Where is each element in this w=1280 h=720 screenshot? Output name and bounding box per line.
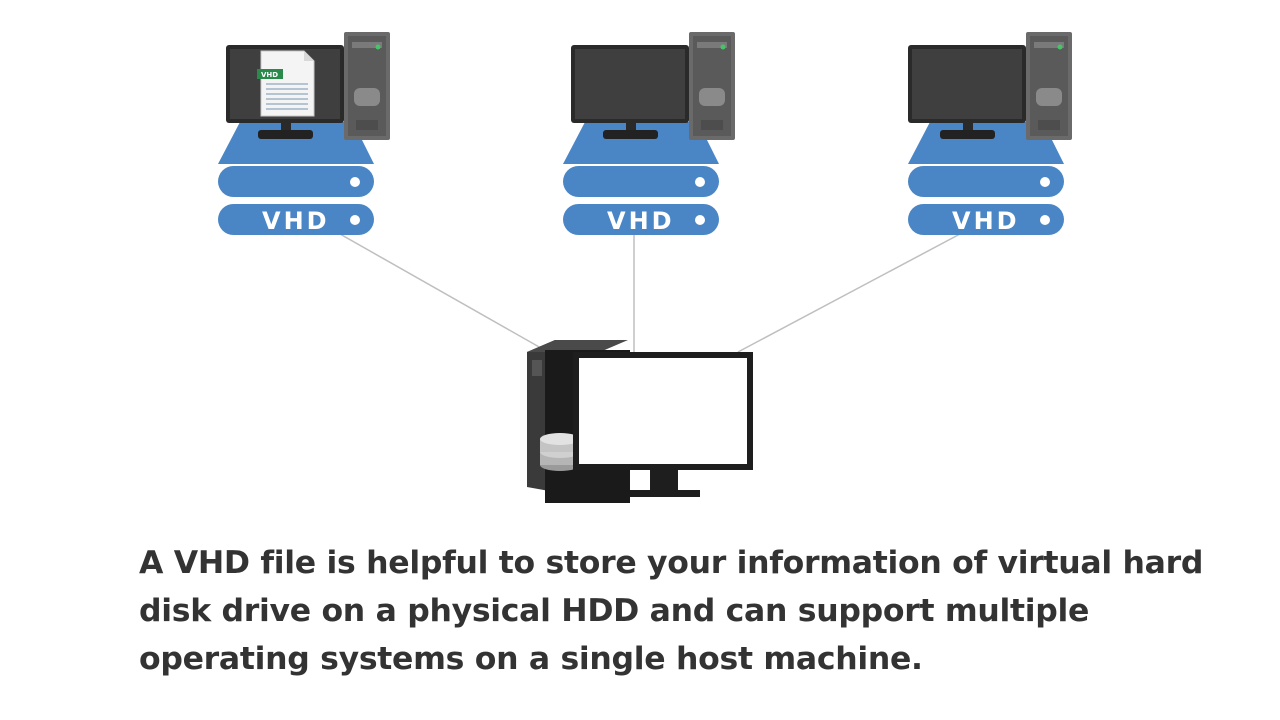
disk-platter-top bbox=[218, 122, 374, 164]
host-tower-bay-1 bbox=[532, 360, 542, 376]
monitor-base bbox=[603, 130, 658, 139]
tower-bay bbox=[1034, 42, 1064, 48]
disk-bar-vhd bbox=[563, 204, 719, 235]
tower-front bbox=[348, 36, 386, 136]
vhd-file-icon: VHD bbox=[257, 50, 315, 117]
caption-line-3: operating systems on a single host machi… bbox=[139, 641, 923, 677]
host-monitor-base bbox=[630, 490, 700, 497]
tower-power-led bbox=[1057, 44, 1063, 50]
tower-bay bbox=[352, 42, 382, 48]
monitor-screen bbox=[912, 49, 1022, 119]
tower-drive-bay bbox=[699, 88, 725, 106]
guest-machine-2: VHD bbox=[563, 32, 735, 235]
tower-drive-bay bbox=[1036, 88, 1062, 106]
disk-led-upper bbox=[1040, 177, 1050, 187]
disk-platter-top bbox=[563, 122, 719, 164]
monitor-neck bbox=[626, 123, 636, 130]
tower-bay bbox=[697, 42, 727, 48]
guest-machine-1: VHD VHD bbox=[218, 32, 390, 235]
monitor-base bbox=[940, 130, 995, 139]
disk-label: VHD bbox=[262, 207, 330, 235]
tower-front bbox=[693, 36, 731, 136]
monitor-screen bbox=[575, 49, 685, 119]
tower-power-led bbox=[720, 44, 726, 50]
disk-led-lower bbox=[1040, 215, 1050, 225]
caption-line-2: disk drive on a physical HDD and can sup… bbox=[139, 593, 1090, 629]
host-machine bbox=[527, 340, 753, 503]
disk-bar-upper bbox=[563, 166, 719, 197]
connector-line-guest-1 bbox=[339, 233, 549, 353]
disk-label: VHD bbox=[952, 207, 1020, 235]
disk-bar-vhd bbox=[908, 204, 1064, 235]
monitor-neck bbox=[963, 123, 973, 130]
tower-power-led bbox=[375, 44, 381, 50]
disk-led-upper bbox=[695, 177, 705, 187]
tower-vent bbox=[701, 120, 723, 130]
disk-bar-upper bbox=[218, 166, 374, 197]
caption-text: A VHD file is helpful to store your info… bbox=[139, 539, 1204, 683]
connector-line-guest-3 bbox=[737, 233, 961, 353]
disk-led-upper bbox=[350, 177, 360, 187]
connector-lines bbox=[339, 233, 961, 353]
disk-label: VHD bbox=[607, 207, 675, 235]
tower-vent bbox=[356, 120, 378, 130]
monitor-neck bbox=[281, 123, 291, 130]
disk-bar-vhd bbox=[218, 204, 374, 235]
disk-led-lower bbox=[350, 215, 360, 225]
tower-vent bbox=[1038, 120, 1060, 130]
host-monitor-screen bbox=[579, 358, 747, 464]
disk-bar-upper bbox=[908, 166, 1064, 197]
host-monitor-neck bbox=[650, 470, 678, 492]
file-icon-tag: VHD bbox=[261, 71, 278, 79]
caption-line-1: A VHD file is helpful to store your info… bbox=[139, 545, 1204, 581]
guest-machine-3: VHD bbox=[908, 32, 1072, 235]
tower-drive-bay bbox=[354, 88, 380, 106]
monitor-base bbox=[258, 130, 313, 139]
tower-front bbox=[1030, 36, 1068, 136]
hard-disk-stack-icon bbox=[540, 433, 580, 471]
disk-led-lower bbox=[695, 215, 705, 225]
host-tower-top bbox=[527, 340, 628, 352]
